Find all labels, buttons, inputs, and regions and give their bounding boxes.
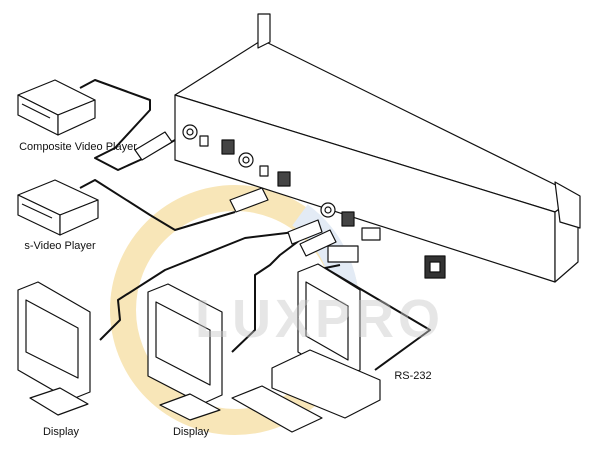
composite-video-player — [17, 79, 96, 136]
display-center-label: Display — [172, 426, 210, 438]
display-center — [147, 283, 223, 421]
switcher-unit — [174, 13, 581, 283]
plugs — [134, 131, 359, 263]
s-video-player — [17, 179, 99, 236]
display-left-label: Display — [42, 426, 80, 438]
cables — [79, 79, 431, 371]
s-video-player-label: s-Video Player — [24, 240, 96, 252]
rs232-label: RS-232 — [394, 370, 432, 382]
composite-video-player-label: Composite Video Player — [19, 141, 137, 153]
computer — [231, 263, 381, 433]
watermark-text: LUXPRO — [195, 289, 445, 349]
display-left — [17, 281, 91, 416]
